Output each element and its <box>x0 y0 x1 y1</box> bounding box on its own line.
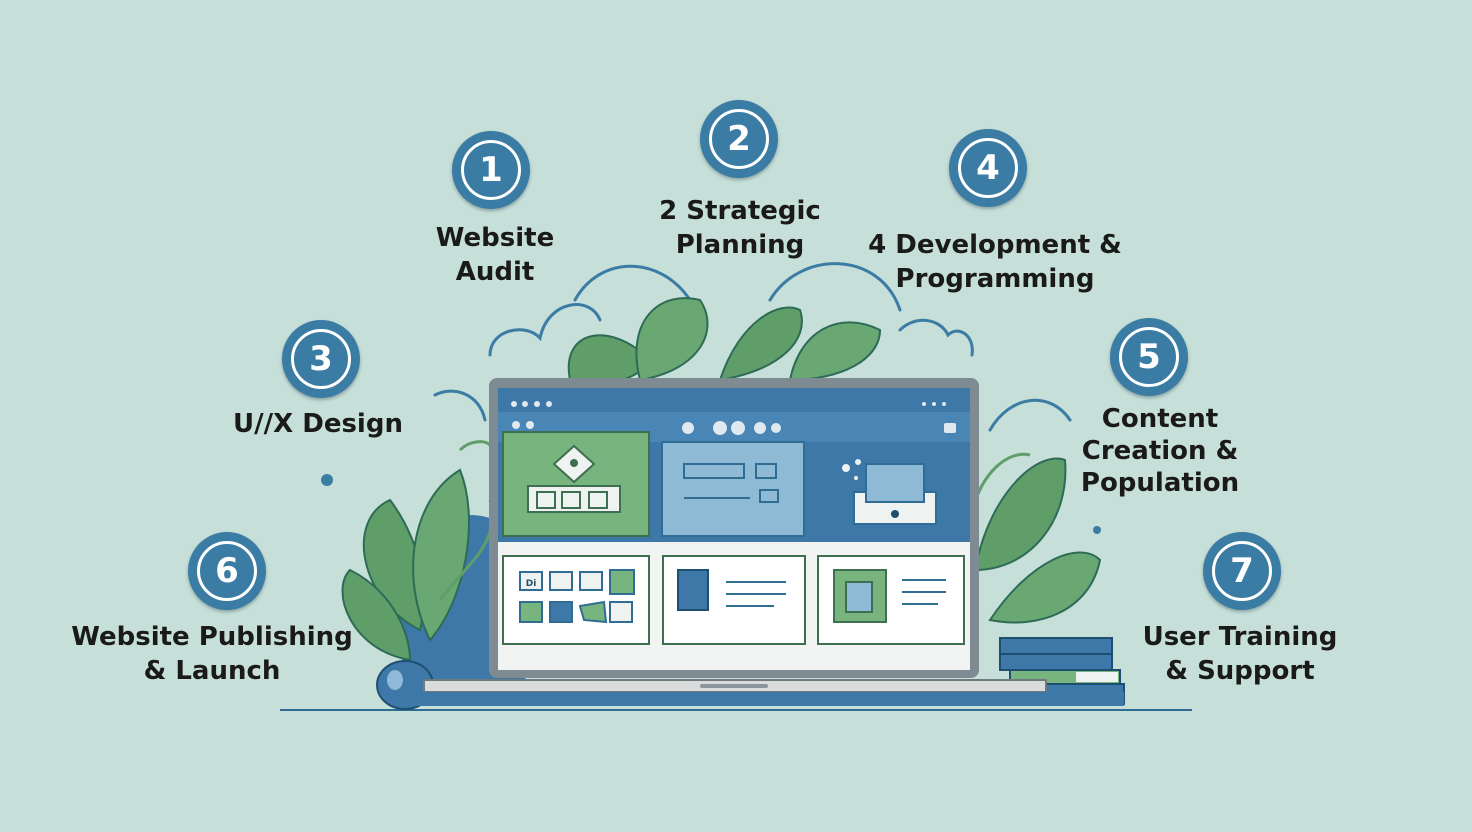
step-1-line-2: Audit <box>455 257 535 287</box>
step-2-badge: 2 <box>700 100 778 178</box>
decor-dot <box>1093 526 1101 534</box>
step-5-line-2: Creation & <box>1081 436 1239 466</box>
step-6-number: 6 <box>215 551 239 591</box>
step-3-badge: 3 <box>282 320 360 398</box>
step-6-line-2: & Launch <box>143 656 281 686</box>
step-5-label: Content Creation & Population <box>1060 403 1260 499</box>
step-5-line-1: Content <box>1101 404 1219 434</box>
step-7-badge: 7 <box>1203 532 1281 610</box>
step-1-line-1: Website <box>435 223 555 253</box>
step-5-line-3: Population <box>1080 468 1240 498</box>
step-4-badge: 4 <box>949 129 1027 207</box>
step-6-label: Website Publishing & Launch <box>62 620 362 688</box>
step-7-line-2: & Support <box>1165 656 1315 686</box>
laptop: Di <box>414 378 1124 706</box>
left-plant <box>341 440 494 710</box>
step-3-label: U//X Design <box>218 407 418 441</box>
step-4-line-2: Programming <box>895 264 1095 294</box>
step-7-line-1: User Training <box>1142 622 1338 652</box>
step-7-label: User Training & Support <box>1130 620 1350 688</box>
step-3-line-1: U//X Design <box>233 409 403 439</box>
step-6-line-1: Website Publishing <box>71 622 353 652</box>
cloud-outlines <box>433 262 1072 432</box>
step-4-line-1: 4 Development & <box>868 230 1122 260</box>
decor-dot <box>321 474 333 486</box>
step-4-number: 4 <box>976 148 1000 188</box>
step-5-badge: 5 <box>1110 318 1188 396</box>
step-1-label: Website Audit <box>395 221 595 289</box>
step-2-label: 2 Strategic Planning <box>620 194 860 262</box>
right-plant <box>968 452 1102 624</box>
step-2-line-1: 2 Strategic <box>659 196 821 226</box>
step-7-number: 7 <box>1230 551 1254 591</box>
top-leaves <box>567 297 882 385</box>
step-1-number: 1 <box>479 150 503 190</box>
step-1-badge: 1 <box>452 131 530 209</box>
step-5-number: 5 <box>1137 337 1161 377</box>
step-2-number: 2 <box>727 119 751 159</box>
panel-icon-text: Di <box>526 579 537 589</box>
step-3-number: 3 <box>309 339 333 379</box>
step-2-line-2: Planning <box>675 230 805 260</box>
step-6-badge: 6 <box>188 532 266 610</box>
step-4-label: 4 Development & Programming <box>855 228 1135 296</box>
